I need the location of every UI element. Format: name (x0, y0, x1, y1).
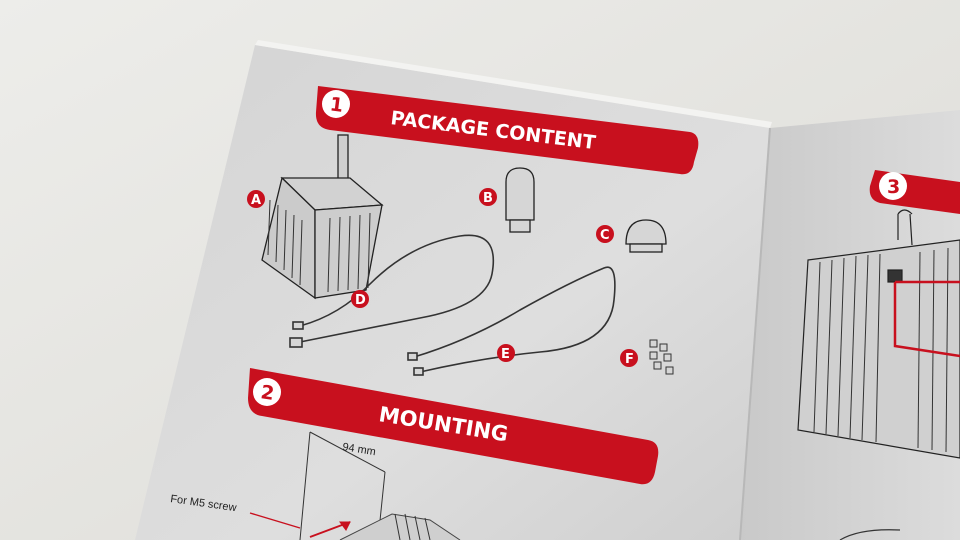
label-f: F (620, 349, 638, 367)
section-1-number: 1 (329, 93, 345, 116)
section-3-number: 3 (887, 176, 900, 198)
svg-text:D: D (355, 293, 366, 308)
label-e: E (497, 344, 515, 362)
shifter-base-illustration (261, 134, 384, 300)
label-a: A (247, 190, 265, 208)
label-d: D (351, 290, 369, 308)
dimension-label: 94 mm (342, 441, 377, 458)
svg-text:C: C (600, 228, 610, 243)
svg-text:E: E (501, 347, 510, 362)
round-knob-illustration (625, 219, 667, 253)
svg-text:F: F (625, 352, 634, 367)
tall-knob-illustration (505, 167, 535, 233)
svg-text:B: B (483, 191, 493, 206)
label-b: B (479, 188, 497, 206)
section-1-number-badge (322, 90, 350, 118)
mounting-diagram (249, 431, 461, 540)
usb-cable-illustration (289, 234, 494, 348)
shifter-mount-illustration (797, 209, 960, 540)
label-c: C (596, 225, 614, 243)
section-2-header: 2 MOUNTING (248, 368, 659, 485)
svg-text:A: A (251, 193, 261, 208)
section-2-number-badge (253, 378, 281, 406)
screw-nuts-illustration (649, 339, 674, 375)
section-2-number: 2 (259, 381, 276, 405)
section-3-header: 3 (869, 170, 960, 214)
section-3-number-badge (879, 172, 907, 200)
